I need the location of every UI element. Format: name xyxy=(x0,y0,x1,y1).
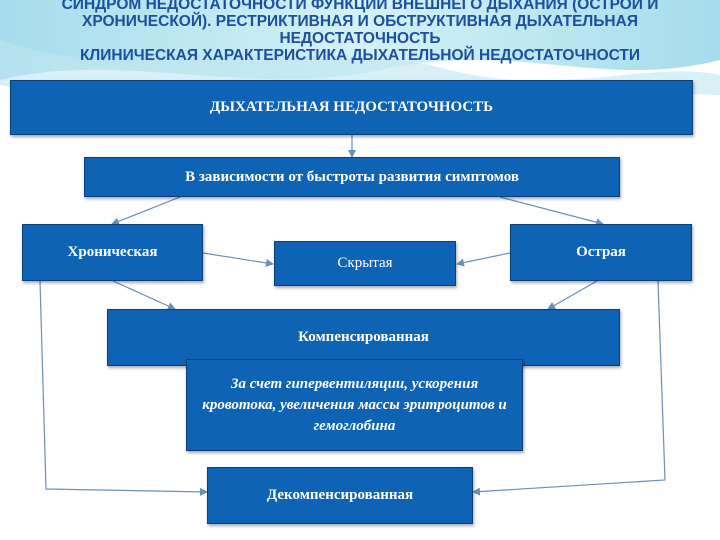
node-chronic-label: Хроническая xyxy=(67,244,158,260)
arrow-chronic-to-compensated xyxy=(112,280,176,310)
title-line-4: КЛИНИЧЕСКАЯ ХАРАКТЕРИСТИКА ДЫХАТЕЛЬНОЙ Н… xyxy=(79,47,641,64)
node-chronic: Хроническая xyxy=(22,224,203,281)
arrow-acute-to-compensated xyxy=(547,280,598,310)
title-line-3: НЕДОСТАТОЧНОСТЬ xyxy=(279,30,441,47)
node-hidden-label: Скрытая xyxy=(337,255,393,271)
node-mechanism-label: За счет гипервентиляции, ускорения крово… xyxy=(202,375,507,434)
arrow-chronic-to-hidden xyxy=(202,252,274,267)
node-acute-label: Острая xyxy=(576,244,626,260)
title-line-1: СИНДРОМ НЕДОСТАТОЧНОСТИ ФУНКЦИИ ВНЕШНЕГО… xyxy=(61,0,659,13)
node-respiratory-failure-label: ДЫХАТЕЛЬНАЯ НЕДОСТАТОЧНОСТЬ xyxy=(209,99,494,115)
node-respiratory-failure: ДЫХАТЕЛЬНАЯ НЕДОСТАТОЧНОСТЬ xyxy=(10,80,693,135)
title-line-2: ХРОНИЧЕСКОЙ). РЕСТРИКТИВНАЯ И ОБСТРУКТИВ… xyxy=(82,13,638,30)
arrow-speed-to-chronic xyxy=(111,196,181,226)
arrow-acute-to-decompensated xyxy=(472,280,666,496)
node-acute: Острая xyxy=(510,224,692,281)
node-mechanism: За счет гипервентиляции, ускорения крово… xyxy=(186,359,523,451)
node-decompensated: Декомпенсированная xyxy=(207,467,473,524)
node-by-speed: В зависимости от быстроты развития симпт… xyxy=(84,157,620,197)
node-compensated: Компенсированная xyxy=(107,309,620,366)
node-by-speed-label: В зависимости от быстроты развития симпт… xyxy=(185,168,519,185)
node-hidden: Скрытая xyxy=(274,241,456,286)
node-decompensated-label: Декомпенсированная xyxy=(266,487,414,503)
arrow-chronic-to-decompensated xyxy=(39,280,208,496)
arrow-acute-to-hidden xyxy=(456,252,511,267)
arrow-speed-to-acute xyxy=(499,196,604,227)
node-compensated-label: Компенсированная xyxy=(298,329,429,345)
page-title: СИНДРОМ НЕДОСТАТОЧНОСТИ ФУНКЦИИ ВНЕШНЕГО… xyxy=(0,0,720,64)
